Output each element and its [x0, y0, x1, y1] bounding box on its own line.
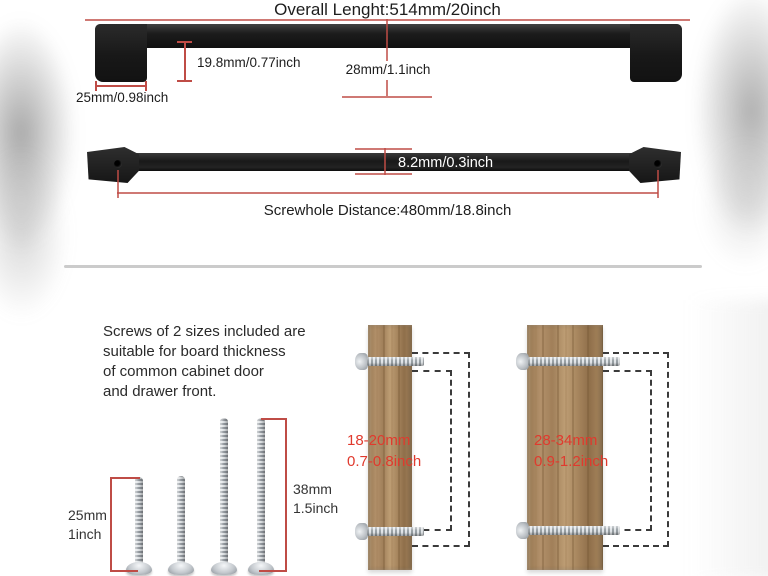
handle-back-left-end — [87, 147, 139, 183]
bottom-right-shadow — [688, 300, 768, 576]
screwhole-tick-right — [657, 170, 659, 198]
total-height-label: 28mm/1.1inch — [345, 62, 431, 77]
screw-shaft — [177, 476, 185, 565]
total-height-line-upper — [386, 19, 388, 61]
long-screw-bracket-bottom — [259, 570, 287, 572]
short-screw-bracket-bottom — [110, 570, 138, 572]
overall-length-label: Overall Lenght:514mm/20inch — [274, 0, 501, 19]
long-screw-mm: 38mm — [293, 481, 332, 497]
thin-board-thickness-label: 18-20mm 0.7-0.8inch — [347, 430, 421, 472]
long-screw-size-label: 38mm 1.5inch — [293, 480, 338, 518]
thickness-cap-top — [355, 148, 412, 150]
screw-hole-left — [114, 160, 122, 168]
thin-board-screw-top — [355, 353, 424, 370]
short-screw-inch: 1inch — [68, 526, 102, 542]
screw-shaft — [528, 526, 620, 535]
short-screw-bracket-line — [110, 477, 112, 572]
foot-width-line — [95, 85, 147, 87]
short-screw-2 — [168, 476, 194, 575]
thick-board-handle-outline-inner — [603, 370, 652, 531]
screw-shaft — [528, 357, 620, 366]
screw-shaft — [135, 477, 143, 565]
thin-board-handle-outline-inner — [412, 370, 452, 531]
screwhole-distance-line — [117, 192, 658, 194]
thick-board-screw-top — [516, 353, 620, 370]
long-screw-bracket-top — [261, 418, 287, 420]
thick-board-thickness-label: 28-34mm 0.9-1.2inch — [534, 430, 608, 472]
thin-board-screw-bottom — [355, 523, 424, 540]
right-shadow — [694, 0, 768, 236]
long-screw-2 — [248, 418, 274, 575]
handle-front-right-leg — [630, 24, 682, 82]
short-screw-1 — [126, 477, 152, 575]
thickness-cap-bottom — [355, 173, 412, 175]
screw-shaft — [257, 418, 265, 565]
foot-width-label: 25mm/0.98inch — [76, 90, 169, 105]
screw-head — [248, 562, 274, 575]
long-screw-bracket-line — [285, 418, 287, 572]
handle-front-left-leg — [95, 24, 147, 82]
thin-board-inch: 0.7-0.8inch — [347, 453, 422, 470]
screw-head — [516, 353, 529, 370]
thin-board-handle-outline-outer — [412, 352, 470, 547]
screw-head — [211, 562, 237, 575]
thick-board-inch: 0.9-1.2inch — [534, 453, 609, 470]
short-screw-mm: 25mm — [68, 507, 107, 523]
thin-board-mm: 18-20mm — [347, 432, 411, 449]
left-shadow — [0, 18, 76, 248]
screw-shaft — [367, 527, 424, 536]
screw-head — [516, 522, 529, 539]
thick-board-mm: 28-34mm — [534, 432, 598, 449]
screwhole-tick-left — [117, 170, 119, 198]
inner-height-line — [184, 42, 186, 81]
description-line-3: of common cabinet door — [103, 363, 264, 380]
thick-board-handle-outline-outer — [603, 352, 669, 547]
screw-head — [355, 353, 368, 370]
section-divider — [64, 265, 702, 268]
description-line-2: suitable for board thickness — [103, 343, 286, 360]
description-line-1: Screws of 2 sizes included are — [103, 323, 306, 340]
right-shadow-lower — [700, 140, 768, 270]
screw-head — [168, 562, 194, 575]
inner-height-label: 19.8mm/0.77inch — [197, 55, 301, 70]
left-shadow-lower — [0, 150, 69, 320]
screw-shaft — [367, 357, 424, 366]
thickness-label: 8.2mm/0.3inch — [398, 155, 494, 171]
short-screw-size-label: 25mm 1inch — [68, 506, 107, 544]
total-height-base-line — [342, 96, 432, 98]
screw-hole-right — [654, 160, 662, 168]
screw-shaft — [220, 418, 228, 565]
screw-head — [355, 523, 368, 540]
handle-front-bar — [95, 24, 682, 48]
short-screw-bracket-top — [110, 477, 140, 479]
screwhole-distance-label: Screwhole Distance:480mm/18.8inch — [263, 202, 512, 219]
description-line-4: and drawer front. — [103, 383, 217, 400]
inner-height-cap-bottom — [177, 80, 192, 82]
thickness-line — [384, 148, 386, 175]
total-height-line-lower — [386, 80, 388, 96]
long-screw-inch: 1.5inch — [293, 500, 339, 516]
screws-description: Screws of 2 sizes included are suitable … — [103, 322, 306, 402]
screw-head — [126, 562, 152, 575]
thick-board-screw-bottom — [516, 522, 620, 539]
long-screw-1 — [211, 418, 237, 575]
